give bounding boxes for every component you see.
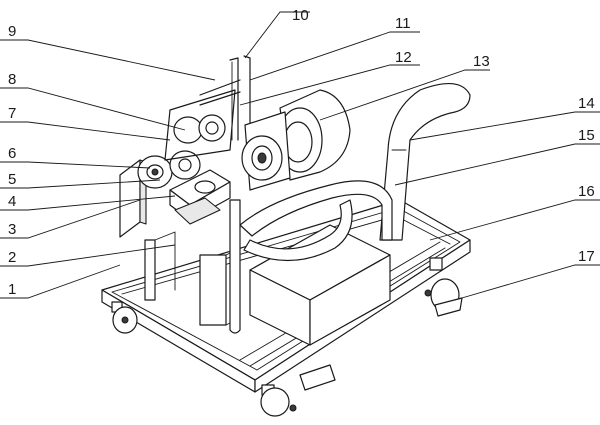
callout-6: 6 [8, 145, 16, 162]
curved-pipe [239, 180, 393, 262]
callout-11: 11 [395, 15, 411, 32]
callout-5: 5 [8, 171, 16, 188]
callout-10: 10 [292, 7, 309, 24]
callout-14: 14 [578, 95, 595, 112]
callout-labels: 1 2 3 4 5 6 7 8 9 10 11 12 13 14 15 16 1… [8, 7, 595, 298]
callout-7: 7 [8, 105, 16, 122]
casters [111, 257, 463, 417]
callout-15: 15 [578, 127, 595, 144]
callout-8: 8 [8, 71, 16, 88]
callout-12: 12 [395, 49, 412, 66]
callout-2: 2 [8, 249, 16, 266]
caster-right [424, 257, 463, 317]
caster-left-front [111, 301, 138, 334]
vertical-supports [144, 199, 241, 334]
gear-clamp [169, 169, 231, 225]
pulley-assembly [137, 89, 236, 189]
leader-lines [0, 11, 600, 301]
caster-front [260, 364, 336, 417]
callout-17: 17 [578, 248, 595, 265]
callout-4: 4 [8, 193, 16, 210]
callout-3: 3 [8, 221, 16, 238]
push-handle [379, 83, 471, 241]
base-box [249, 224, 391, 346]
callout-9: 9 [8, 23, 16, 40]
callout-16: 16 [578, 183, 595, 200]
callout-13: 13 [473, 53, 490, 70]
callout-1: 1 [8, 281, 16, 298]
motor [241, 89, 351, 191]
